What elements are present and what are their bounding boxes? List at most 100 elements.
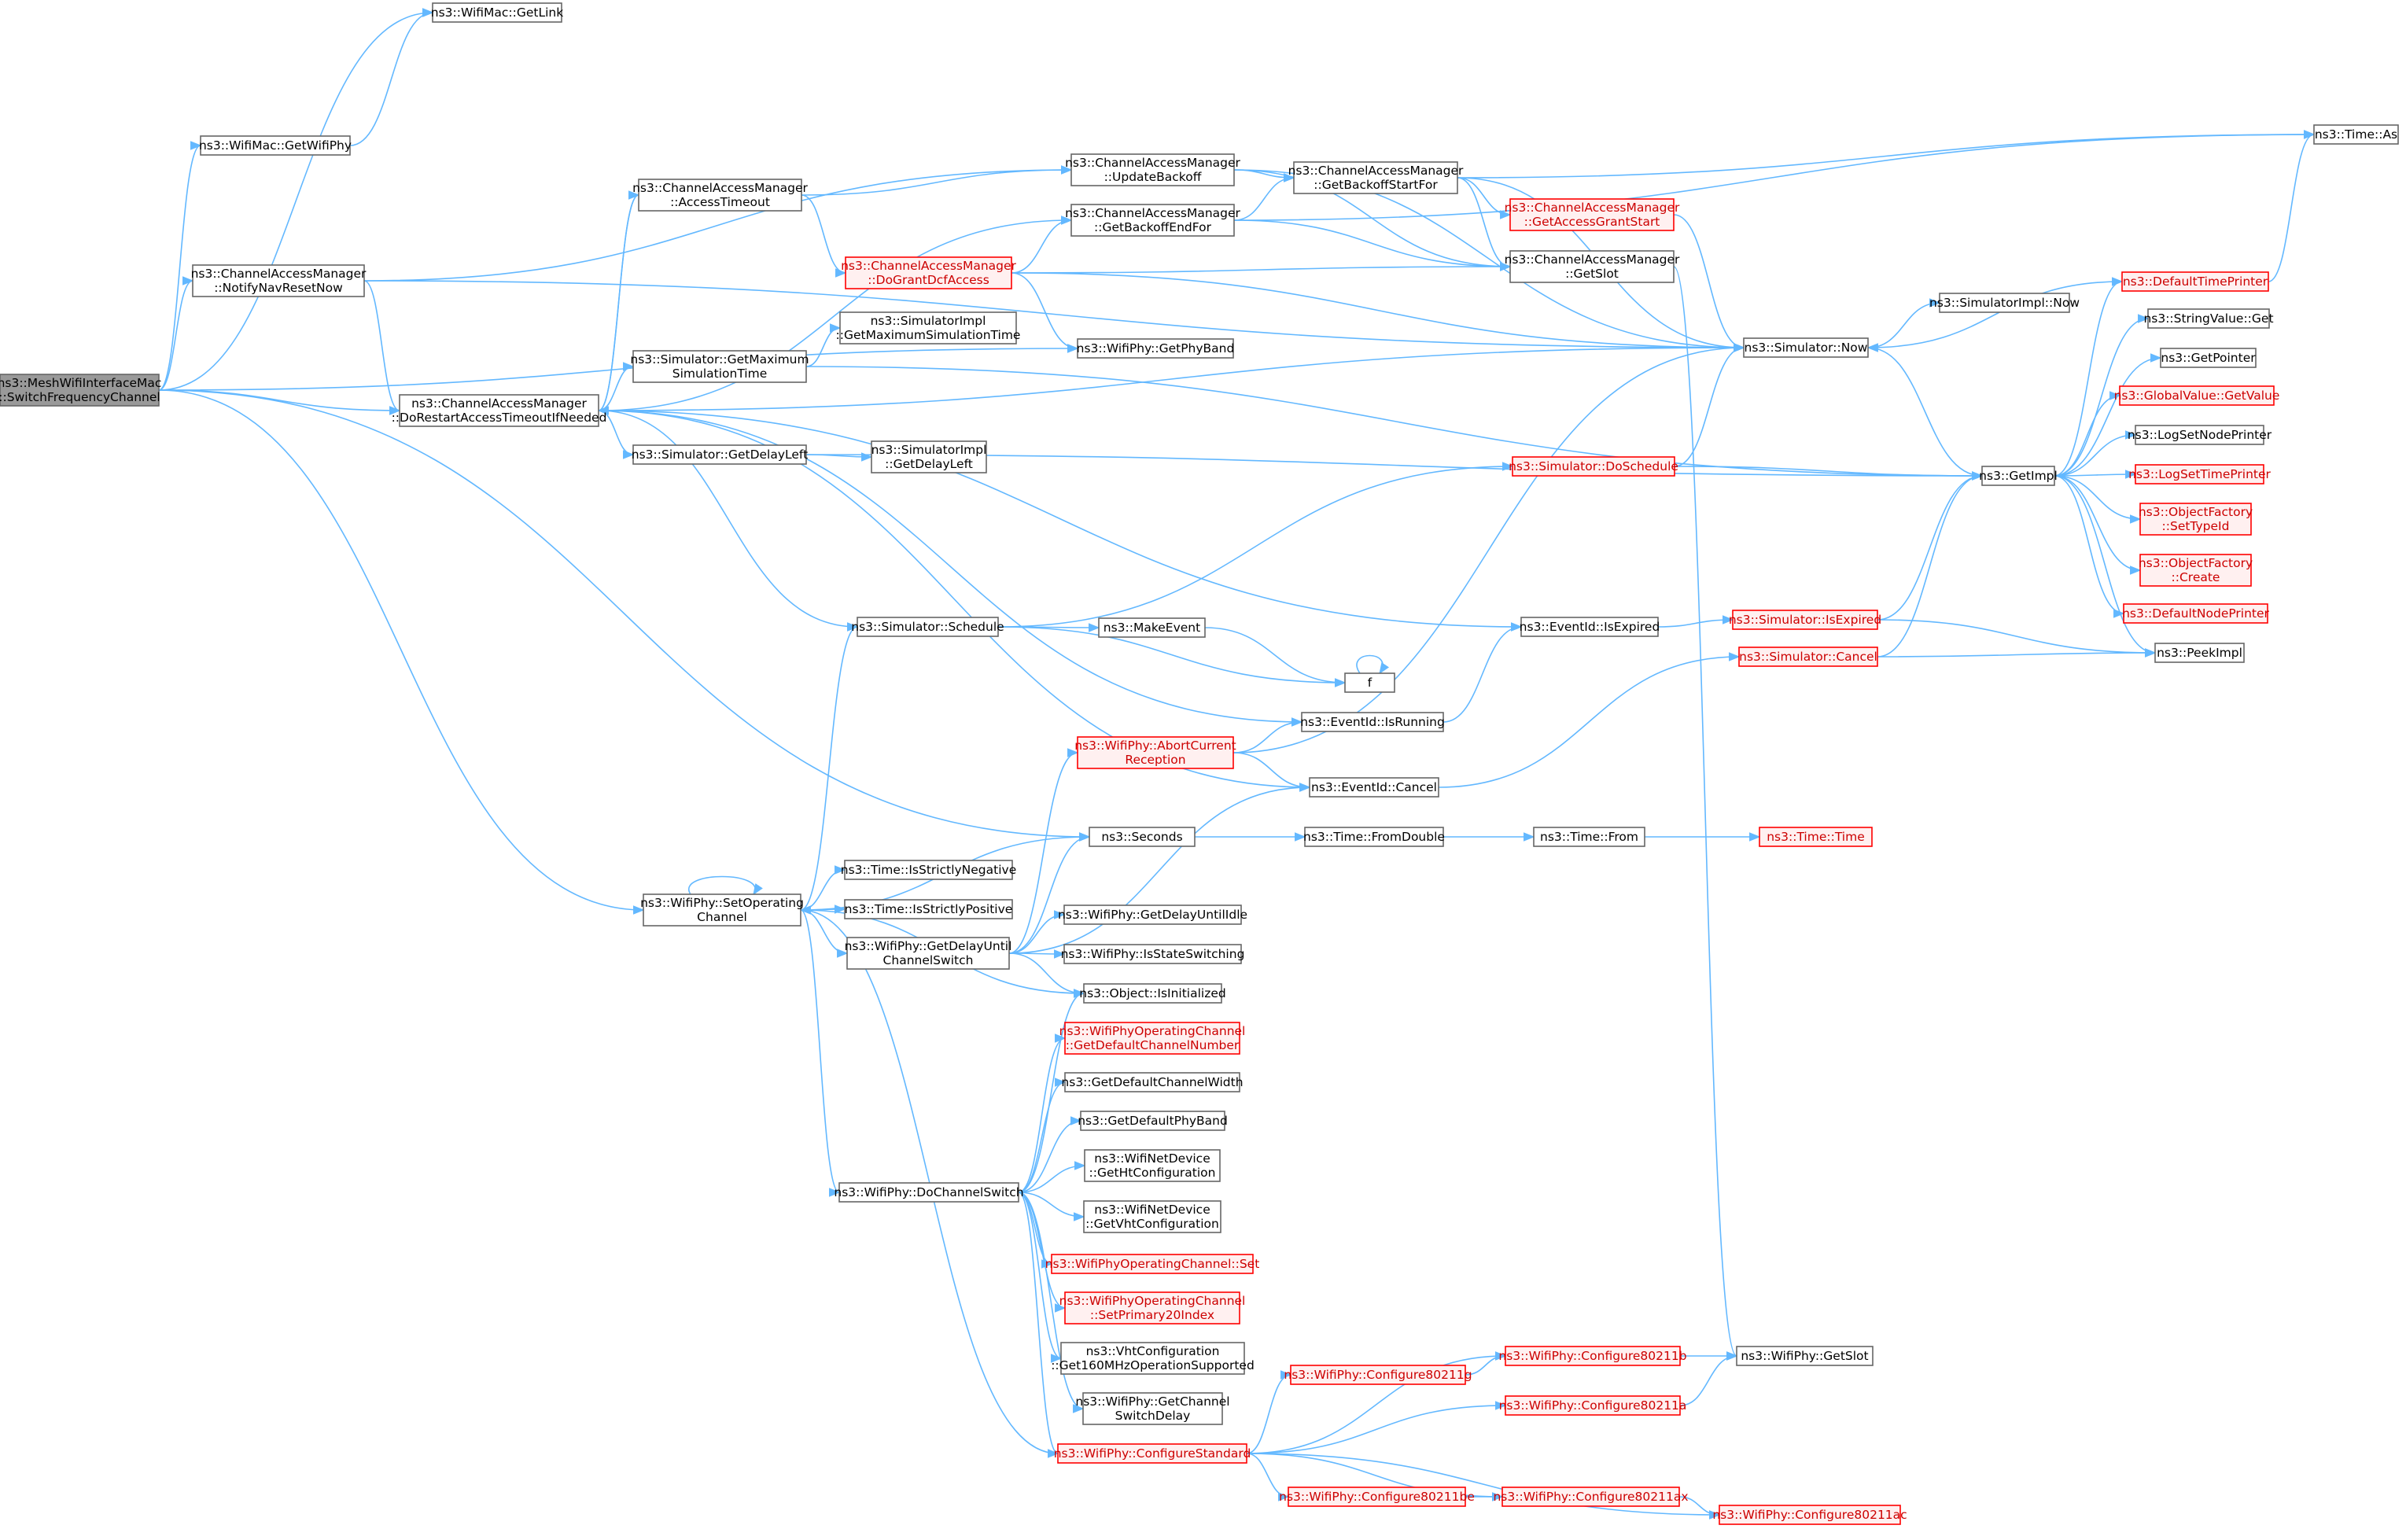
function-node-peekimpl[interactable]: ns3::PeekImpl [2154,643,2245,663]
function-node-wifiphygetslot[interactable]: ns3::WifiPhy::GetSlot [1736,1346,1874,1366]
function-node-conf80211g[interactable]: ns3::WifiPhy::Configure80211g [1284,1365,1472,1385]
function-node-dorestart[interactable]: ns3::ChannelAccessManager::DoRestartAcce… [392,394,607,427]
call-edge-dorestart-to-simschedule [598,410,859,632]
function-node-simgetdelayleft[interactable]: ns3::Simulator::GetDelayLeft [632,444,808,465]
function-node-logsettimeprinter[interactable]: ns3::LogSetTimePrinter [2128,464,2272,484]
node-box [838,1182,1019,1203]
function-node-conf80211ax[interactable]: ns3::WifiPhy::Configure80211ax [1493,1487,1689,1507]
node-label: ns3::MeshWifiInterfaceMac [0,376,161,390]
function-node-updatebackoff[interactable]: ns3::ChannelAccessManager::UpdateBackoff [1065,153,1241,186]
node-label: ns3::WifiPhyOperatingChannel [1059,1024,1246,1038]
node-label: ns3::ChannelAccessManager [841,259,1016,273]
function-node-focus[interactable]: ns3::MeshWifiInterfaceMac::SwitchFrequen… [0,374,161,407]
function-node-getbackoffendfor[interactable]: ns3::ChannelAccessManager::GetBackoffEnd… [1065,204,1241,237]
function-node-logsetnodeprinter[interactable]: ns3::LogSetNodePrinter [2128,425,2272,445]
function-node-wpocsetprimary[interactable]: ns3::WifiPhyOperatingChannel::SetPrimary… [1059,1291,1246,1324]
function-node-seconds[interactable]: ns3::Seconds [1089,827,1196,847]
function-node-conf80211ac[interactable]: ns3::WifiPhy::Configure80211ac [1712,1505,1907,1525]
call-edge-getimpl-to-objfactsettypeid [2054,475,2142,524]
function-node-defaulttimeprinter[interactable]: ns3::DefaultTimePrinter [2121,271,2269,292]
function-node-getbackoffstartfor[interactable]: ns3::ChannelAccessManager::GetBackoffSta… [1288,161,1464,194]
function-node-objfactcreate[interactable]: ns3::ObjectFactory::Create [2139,554,2253,587]
function-node-wpocset[interactable]: ns3::WifiPhyOperatingChannel::Set [1045,1254,1260,1274]
function-node-eventidcancel[interactable]: ns3::EventId::Cancel [1309,777,1439,798]
node-label: ns3::Seconds [1101,830,1182,844]
function-node-simimplgetmax[interactable]: ns3::SimulatorImpl::GetMaximumSimulation… [836,311,1021,344]
call-edge-conf80211ax-to-conf80211ac [1678,1496,1721,1520]
function-node-getwifiphy[interactable]: ns3::WifiMac::GetWifiPhy [199,135,352,156]
function-node-simisexpired[interactable]: ns3::Simulator::IsExpired [1729,610,1881,630]
call-edge-configurestandard-to-conf80211be [1246,1453,1290,1501]
node-box [1063,944,1242,964]
function-node-defaultnodeprinter[interactable]: ns3::DefaultNodePrinter [2122,603,2270,624]
call-edge-focus-to-notifynav [158,276,194,391]
function-node-configurestandard[interactable]: ns3::WifiPhy::ConfigureStandard [1054,1443,1251,1464]
function-node-conf80211be[interactable]: ns3::WifiPhy::Configure80211be [1279,1487,1475,1507]
node-label: ns3::EventId::IsRunning [1300,715,1445,729]
function-node-simimplnow[interactable]: ns3::SimulatorImpl::Now [1929,293,2080,313]
node-label: ::GetHtConfiguration [1089,1166,1216,1180]
function-node-getlink[interactable]: ns3::WifiMac::GetLink [431,2,563,23]
call-edge-focus-to-getwifiphy [158,141,202,391]
node-label: ns3::MakeEvent [1104,621,1200,635]
function-node-getslotcam[interactable]: ns3::ChannelAccessManager::GetSlot [1505,250,1680,283]
function-node-getphyband[interactable]: ns3::WifiPhy::GetPhyBand [1077,338,1235,359]
call-edge-dochannelswitch-to-wpocset [1018,1192,1053,1269]
function-node-getaccessgrantstart[interactable]: ns3::ChannelAccessManager::GetAccessGran… [1505,198,1680,231]
function-node-getdefaultchannum[interactable]: ns3::WifiPhyOperatingChannel::GetDefault… [1059,1022,1246,1055]
function-node-getdefaultphyband[interactable]: ns3::GetDefaultPhyBand [1078,1111,1228,1131]
node-label: ns3::LogSetNodePrinter [2128,428,2272,442]
node-box [1505,1395,1681,1416]
function-node-timefrom[interactable]: ns3::Time::From [1533,827,1645,847]
function-node-dogrant[interactable]: ns3::ChannelAccessManager::DoGrantDcfAcc… [841,256,1017,289]
call-edge-defaulttimeprinter-to-simnow [1866,281,2123,352]
function-node-isstrictlyneg[interactable]: ns3::Time::IsStrictlyNegative [841,860,1016,880]
function-node-gethtconf[interactable]: ns3::WifiNetDevice::GetHtConfiguration [1084,1149,1221,1182]
function-node-dochannelswitch[interactable]: ns3::WifiPhy::DoChannelSwitch [834,1182,1024,1203]
node-label: ns3::PeekImpl [2157,646,2242,660]
function-node-conf80211a[interactable]: ns3::WifiPhy::Configure80211a [1499,1395,1687,1416]
node-label: ::DoGrantDcfAccess [868,273,989,287]
function-node-isstateswitching[interactable]: ns3::WifiPhy::IsStateSwitching [1061,944,1245,964]
function-node-timefromdouble[interactable]: ns3::Time::FromDouble [1303,827,1445,847]
node-label: ns3::Simulator::DoSchedule [1509,459,1678,473]
function-node-timeas[interactable]: ns3::Time::As [2313,124,2399,145]
call-edge-dorestart-to-simnow [598,343,1745,411]
function-node-getimpl[interactable]: ns3::GetImpl [1979,466,2058,486]
function-node-simschedule[interactable]: ns3::Simulator::Schedule [851,617,1004,637]
node-box [1060,1342,1245,1375]
function-node-getdefaultchanwidth[interactable]: ns3::GetDefaultChannelWidth [1061,1072,1244,1092]
function-node-objisinit[interactable]: ns3::Object::IsInitialized [1079,983,1226,1004]
function-node-globalvalueget[interactable]: ns3::GlobalValue::GetValue [2114,385,2280,406]
node-label: ns3::WifiPhy::GetChannel [1075,1394,1229,1409]
function-node-eventidisrunning[interactable]: ns3::EventId::IsRunning [1300,712,1445,732]
call-edge-dorestart-to-eventidisexpired [598,410,1523,632]
function-node-f[interactable]: f [1344,672,1395,693]
call-edge-makeevent-to-f [1204,627,1347,687]
function-node-getpointer[interactable]: ns3::GetPointer [2160,348,2257,368]
function-node-doschedule[interactable]: ns3::Simulator::DoSchedule [1509,456,1678,477]
function-node-makeevent[interactable]: ns3::MakeEvent [1098,617,1206,638]
function-node-objfactsettypeid[interactable]: ns3::ObjectFactory::SetTypeId [2139,503,2253,536]
function-node-notifynav[interactable]: ns3::ChannelAccessManager::NotifyNavRese… [191,264,367,297]
function-node-stringvalueget[interactable]: ns3::StringValue::Get [2143,308,2274,329]
function-node-simimplgetdelayleft[interactable]: ns3::SimulatorImpl::GetDelayLeft [871,440,987,473]
function-node-eventidisexpired[interactable]: ns3::EventId::IsExpired [1520,617,1660,637]
function-node-simgetmax[interactable]: ns3::Simulator::GetMaximumSimulationTime [630,350,809,383]
function-node-accesstimeout[interactable]: ns3::ChannelAccessManager::AccessTimeout [632,179,809,212]
node-label: ns3::ChannelAccessManager [1065,206,1240,220]
call-edge-dochannelswitch-to-gethtconf [1018,1161,1086,1193]
function-node-simcancel[interactable]: ns3::Simulator::Cancel [1738,647,1878,667]
function-node-getdelayuntilidle[interactable]: ns3::WifiPhy::GetDelayUntilIdle [1058,904,1247,925]
function-node-getvhtconf[interactable]: ns3::WifiNetDevice::GetVhtConfiguration [1083,1200,1221,1233]
function-node-conf80211b[interactable]: ns3::WifiPhy::Configure80211b [1498,1346,1687,1366]
function-node-vhtget160[interactable]: ns3::VhtConfiguration::Get160MHzOperatio… [1051,1342,1255,1375]
function-node-timetime[interactable]: ns3::Time::Time [1759,827,1873,847]
function-node-simnow[interactable]: ns3::Simulator::Now [1743,337,1869,358]
call-edge-dorestart-to-getbackoffendfor [598,216,1073,411]
function-node-isstrictlypos[interactable]: ns3::Time::IsStrictlyPositive [844,899,1013,919]
